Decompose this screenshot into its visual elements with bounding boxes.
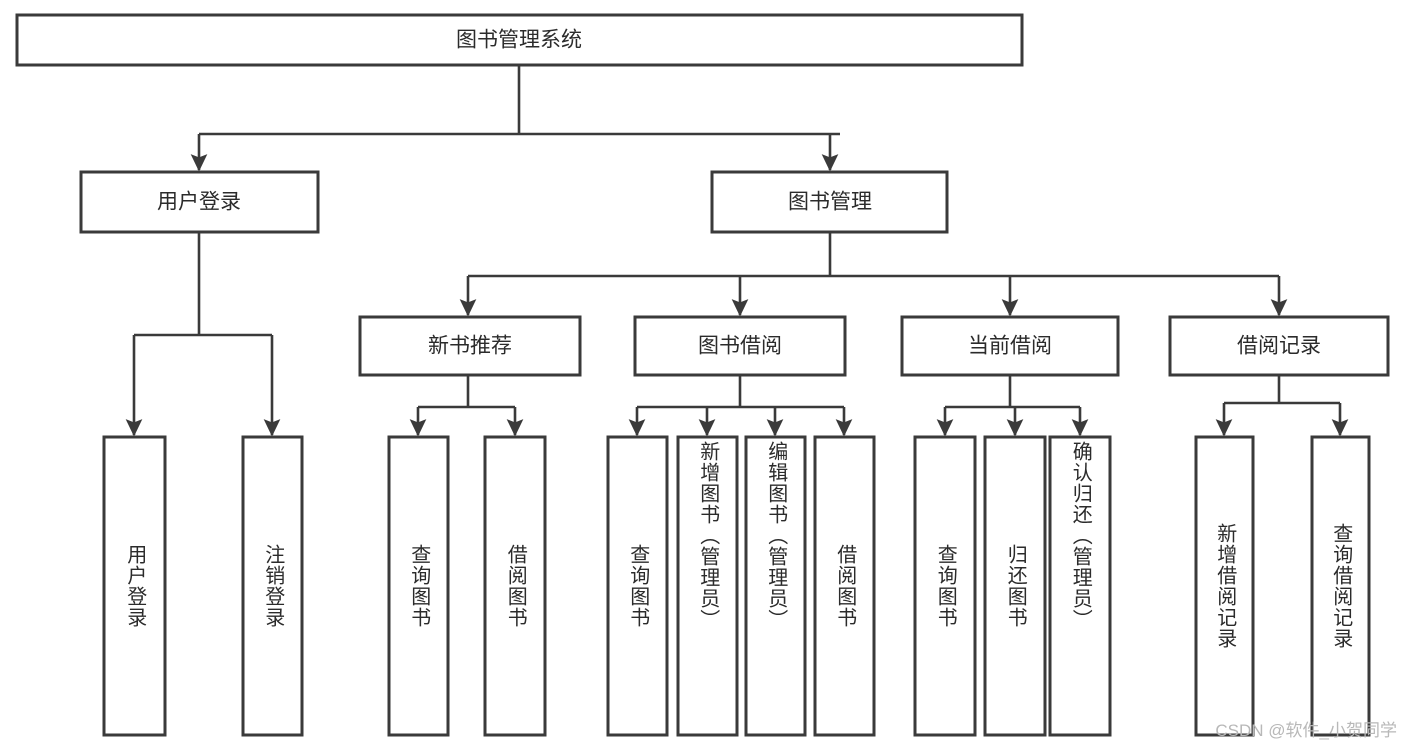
node-book-borrow-label: 图书借阅 <box>698 335 782 358</box>
node-new-book-rec-box[interactable] <box>358 315 582 377</box>
node-borrow-record-label: 借阅记录 <box>1237 335 1321 358</box>
connector-group-new-book-rec <box>409 375 524 437</box>
node-leaf-user-login-box[interactable] <box>102 435 167 737</box>
node-leaf-query-book-3-box[interactable] <box>913 435 977 737</box>
connector-group-borrow-record <box>1215 375 1349 437</box>
node-current-borrow-box[interactable] <box>900 315 1120 377</box>
leaf-boxes <box>102 435 1371 737</box>
node-leaf-edit-book-box[interactable] <box>744 435 807 737</box>
node-new-book-rec-label: 新书推荐 <box>428 335 512 358</box>
node-borrow-record-box[interactable] <box>1168 315 1390 377</box>
node-user-login-label: 用户登录 <box>157 191 241 214</box>
node-leaf-query-book-2-box[interactable] <box>606 435 669 737</box>
node-root[interactable]: 图书管理系统 <box>15 13 1024 67</box>
node-leaf-query-book-1-box[interactable] <box>387 435 450 737</box>
node-leaf-borrow-book-1-box[interactable] <box>483 435 547 737</box>
node-book-borrow-box[interactable] <box>633 315 847 377</box>
node-new-book-rec[interactable]: 新书推荐 <box>358 315 582 377</box>
csdn-watermark: CSDN @软件_小贺同学 <box>1215 721 1397 740</box>
connector-group-current-borrow <box>936 375 1089 437</box>
node-leaf-add-book-box[interactable] <box>676 435 739 737</box>
node-leaf-borrow-book-2-box[interactable] <box>813 435 876 737</box>
node-book-manage-box[interactable] <box>710 170 949 234</box>
node-root-box[interactable] <box>15 13 1024 67</box>
connector-group-user-login <box>125 232 281 437</box>
connector-group-root <box>190 65 840 172</box>
connector-group-book-borrow <box>628 375 853 437</box>
node-book-borrow[interactable]: 图书借阅 <box>633 315 847 377</box>
node-user-login[interactable]: 用户登录 <box>79 170 320 234</box>
node-borrow-record[interactable]: 借阅记录 <box>1168 315 1390 377</box>
node-leaf-return-book-box[interactable] <box>983 435 1047 737</box>
node-book-manage[interactable]: 图书管理 <box>710 170 949 234</box>
node-leaf-confirm-ret-box[interactable] <box>1048 435 1112 737</box>
node-user-login-box[interactable] <box>79 170 320 234</box>
node-leaf-query-record-box[interactable] <box>1310 435 1371 737</box>
node-current-borrow[interactable]: 当前借阅 <box>900 315 1120 377</box>
node-root-label: 图书管理系统 <box>456 29 582 52</box>
node-leaf-logout-box[interactable] <box>241 435 304 737</box>
connector-group-book-manage <box>459 232 1288 317</box>
node-book-manage-label: 图书管理 <box>788 191 872 214</box>
node-current-borrow-label: 当前借阅 <box>968 335 1052 358</box>
node-leaf-add-record-box[interactable] <box>1194 435 1255 737</box>
